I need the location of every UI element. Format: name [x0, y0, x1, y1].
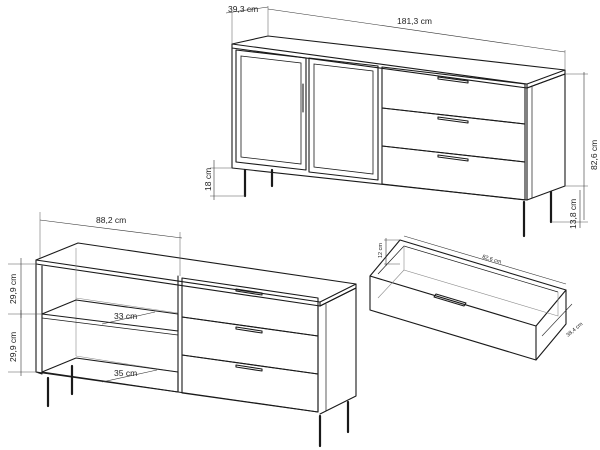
body-front — [231, 47, 528, 201]
dim-top-leg-right: 13,8 cm — [568, 199, 578, 229]
sideboard-top — [231, 35, 566, 238]
dim-compartment-lower: 29,9 cm — [8, 332, 18, 362]
drawer-box-inner-rim — [377, 245, 559, 293]
body-side — [526, 73, 566, 201]
drawer-box-inner-floor — [377, 269, 405, 299]
bottom-shelf — [41, 357, 179, 393]
dim-top-height: 82,6 cm — [589, 140, 599, 170]
top-slab-front-edge — [231, 43, 528, 89]
door-right — [308, 57, 379, 181]
bottom-body-front — [35, 305, 319, 413]
compartment-back-mid — [75, 297, 179, 314]
drawer-box-inner — [403, 246, 559, 317]
dim-top-width: 181,3 cm — [397, 16, 432, 26]
drawer-2-handle — [437, 116, 469, 124]
bottom-dimension-lines — [8, 212, 183, 383]
dim-compartment-upper: 29,9 cm — [8, 274, 18, 304]
bottom-drawer-3 — [181, 354, 319, 413]
bottom-drawer-1 — [181, 277, 319, 337]
bottom-drawer-1-handle — [235, 288, 263, 296]
top-slab-side-edge — [526, 69, 566, 89]
drawer-detail-handle — [433, 293, 467, 307]
drawer-dimension-lines — [384, 235, 573, 337]
dim-drawer-height: 12 cm — [378, 243, 384, 258]
door-left — [235, 49, 307, 171]
dim-drawer-width: 82,6 cm — [481, 254, 502, 266]
bottom-drawer-3-handle — [235, 364, 263, 372]
drawer-1-handle — [437, 76, 469, 84]
drawer-front-panel — [369, 275, 537, 361]
bottom-drawer-2 — [181, 316, 319, 375]
dim-top-depth: 39,3 cm — [228, 4, 258, 14]
dim-bottom-width: 88,2 cm — [96, 215, 126, 225]
drawer-box-rim — [369, 239, 567, 327]
door-right-glass — [313, 63, 374, 175]
door-left-glass — [240, 55, 302, 165]
bottom-left-side — [35, 263, 43, 375]
bottom-body-side — [319, 287, 357, 415]
dim-shelf-upper: 33 cm — [114, 311, 137, 321]
dim-top-leg-left: 18 cm — [203, 168, 213, 191]
drawer-detail — [369, 239, 567, 361]
bottom-drawer-2-handle — [235, 326, 263, 334]
top-dimension-lines — [210, 6, 588, 228]
drawer-3 — [381, 145, 526, 201]
sideboard-bottom — [35, 242, 357, 448]
drawer-3-handle — [437, 154, 469, 162]
dim-drawer-depth: 38,4 cm — [565, 321, 584, 338]
bottom-top-slab — [35, 242, 357, 303]
dim-shelf-lower: 35 cm — [114, 368, 137, 378]
middle-shelf-front — [41, 317, 179, 336]
drawer-box-side — [535, 289, 567, 361]
